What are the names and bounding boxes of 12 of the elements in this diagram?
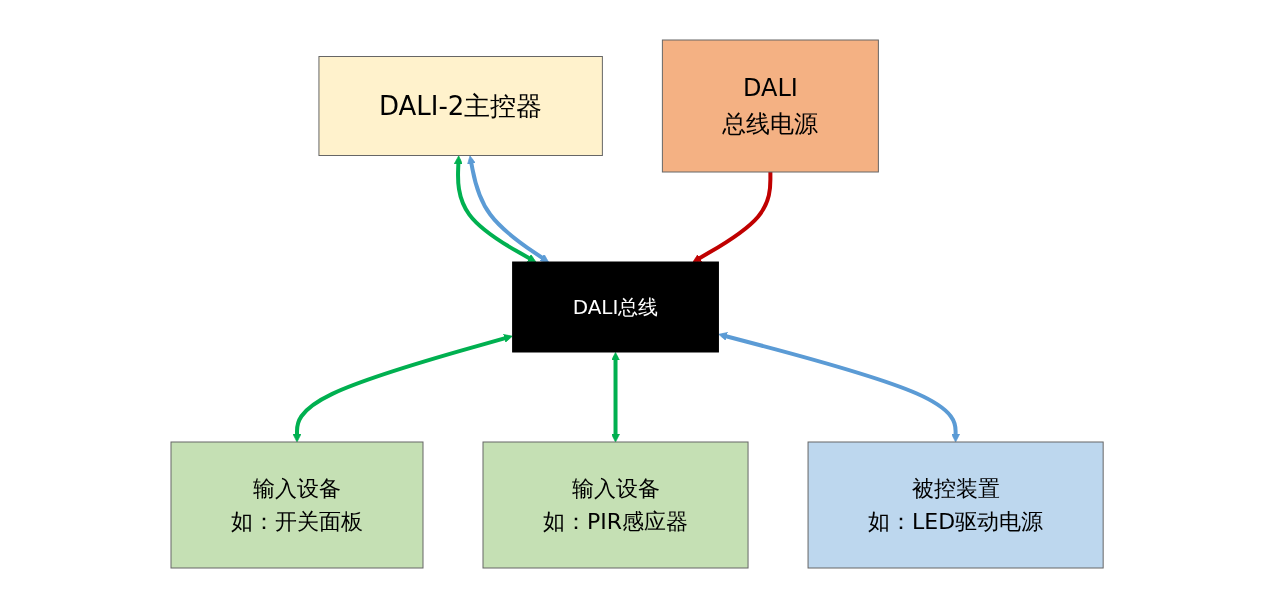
arrow bbox=[293, 333, 514, 442]
node-box bbox=[482, 441, 749, 568]
node-box bbox=[662, 39, 880, 172]
arrow bbox=[611, 351, 621, 442]
arrow bbox=[718, 331, 961, 442]
node-box bbox=[318, 55, 604, 156]
arrow bbox=[692, 171, 773, 262]
arrow bbox=[467, 155, 550, 262]
node-box bbox=[170, 441, 424, 568]
arrow bbox=[454, 155, 537, 262]
node-box bbox=[807, 441, 1105, 568]
node-box bbox=[512, 261, 720, 352]
